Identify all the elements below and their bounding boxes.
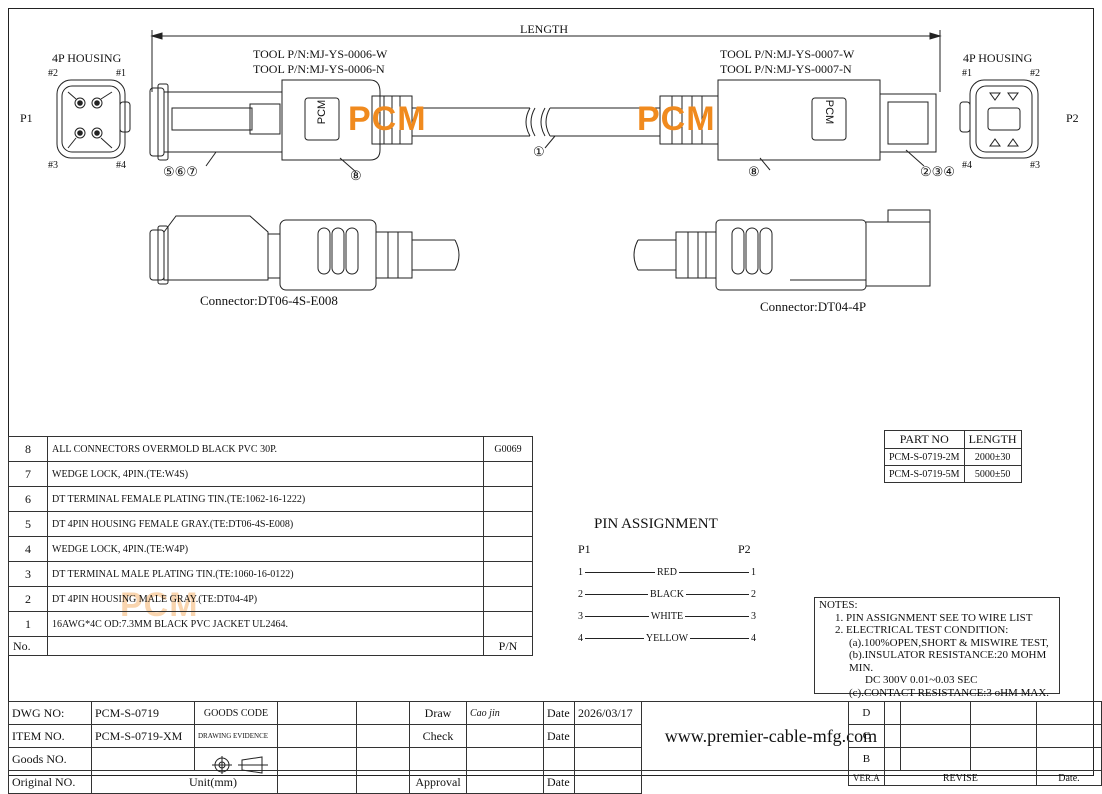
p2-housing-face <box>959 79 1039 159</box>
notes-box: NOTES: 1. PIN ASSIGNMENT SEE TO WIRE LIS… <box>814 597 1060 699</box>
p2-pin-label: #4 <box>962 160 972 171</box>
p1-tool-pn: TOOL P/N:MJ-YS-0006-W <box>253 47 388 61</box>
unit-label: Unit(mm) <box>189 774 237 789</box>
draw-signature: Cao jin <box>466 701 544 725</box>
p2-connector-label: Connector:DT04-4P <box>760 299 867 314</box>
p2-pin-label: #1 <box>962 68 972 79</box>
note-line: (c).CONTACT RESISTANCE:3 oHM MAX. <box>849 686 1050 699</box>
balloon: ⑧ <box>350 168 362 183</box>
p1-housing-face <box>56 79 131 159</box>
part-table-cell: PCM-S-0719-2M <box>884 448 965 466</box>
p1-pin-label: #3 <box>48 160 58 171</box>
balloon: ②③④ <box>920 164 955 179</box>
part-table-cell: 5000±50 <box>963 465 1022 483</box>
draw-label: Draw <box>409 701 467 725</box>
p2-connector-top <box>659 79 937 161</box>
note-line: 2. ELECTRICAL TEST CONDITION: <box>835 624 1009 636</box>
pcm-watermark: PCM <box>348 100 427 138</box>
p2-tool-pn: TOOL P/N:MJ-YS-0007-W <box>720 47 855 61</box>
revision-letter: C <box>848 724 885 748</box>
note-line: DC 300V 0.01~0.03 SEC <box>865 674 978 686</box>
part-table-cell: PCM-S-0719-5M <box>884 465 965 483</box>
revision-ver: VER.A <box>848 770 885 786</box>
p2-pin-label: #3 <box>1030 160 1040 171</box>
note-line: (b).INSULATOR RESISTANCE:20 MOHM MIN. <box>849 649 1047 674</box>
p1-label: P1 <box>20 111 33 125</box>
part-table-cell: 2000±30 <box>963 448 1022 466</box>
cable-break <box>540 107 546 137</box>
overmold-logo: PCM <box>316 99 329 125</box>
p1-connector-top <box>149 79 536 161</box>
overmold-logo: PCM <box>823 99 836 125</box>
dwg-no: PCM-S-0719 <box>91 701 195 725</box>
pin-assignment-title: PIN ASSIGNMENT <box>594 516 718 532</box>
date-label: Date <box>543 770 575 794</box>
p1-tool-pn: TOOL P/N:MJ-YS-0006-N <box>253 62 385 76</box>
date-label: Date <box>543 724 575 748</box>
p1-connector-side <box>149 215 460 291</box>
p1-pin-label: #2 <box>48 68 58 79</box>
part-table-header: PART NO <box>884 430 965 449</box>
balloon: ⑤⑥⑦ <box>163 164 198 179</box>
original-no-label: Original NO. <box>8 770 92 794</box>
pin-assignment-p1-head: P1 <box>578 542 591 556</box>
check-label: Check <box>409 724 467 748</box>
revision-revise: REVISE <box>883 770 1037 786</box>
drawing-evidence-label: DRAWING EVIDENCE <box>194 724 278 748</box>
p2-label: P2 <box>1066 111 1079 125</box>
date-value: 2026/03/17 <box>574 701 642 725</box>
length-label: LENGTH <box>520 22 568 36</box>
pcm-watermark: PCM <box>637 100 716 138</box>
projection-symbol-icon <box>212 756 268 774</box>
balloon: ⑧ <box>748 164 760 179</box>
approval-label: Approval <box>409 770 467 794</box>
revision-date: Date. <box>1035 770 1102 786</box>
revision-letter: B <box>848 747 885 771</box>
balloon: ① <box>533 144 545 159</box>
revision-letter: D <box>848 701 885 725</box>
dwg-no-label: DWG NO: <box>8 701 92 725</box>
p2-tool-pn: TOOL P/N:MJ-YS-0007-N <box>720 62 852 76</box>
date-label: Date <box>543 701 575 725</box>
notes-title: NOTES: <box>819 599 858 611</box>
pin-assignment-p2-head: P2 <box>738 542 751 556</box>
p1-pin-label: #1 <box>116 68 126 79</box>
item-no: PCM-S-0719-XM <box>91 724 195 748</box>
p2-connector-side <box>633 209 931 291</box>
note-line: (a).100%OPEN,SHORT & MISWIRE TEST, <box>849 636 1049 649</box>
item-no-label: ITEM NO. <box>8 724 92 748</box>
p1-pin-label: #4 <box>116 160 126 171</box>
table-row: No.P/N <box>8 636 533 656</box>
note-line: 1. PIN ASSIGNMENT SEE TO WIRE LIST <box>835 611 1033 624</box>
cable-drawing <box>56 30 1039 291</box>
part-table-header: LENGTH <box>963 430 1022 449</box>
p2-pin-label: #2 <box>1030 68 1040 79</box>
goods-no-label: Goods NO. <box>8 747 92 771</box>
p1-housing-label: 4P HOUSING <box>52 51 122 65</box>
p1-connector-label: Connector:DT06-4S-E008 <box>200 293 338 308</box>
p2-housing-label: 4P HOUSING <box>963 51 1033 65</box>
goods-code-label: GOODS CODE <box>194 701 278 725</box>
title-block: DWG NO: PCM-S-0719 GOODS CODE Draw Cao j… <box>8 701 901 794</box>
